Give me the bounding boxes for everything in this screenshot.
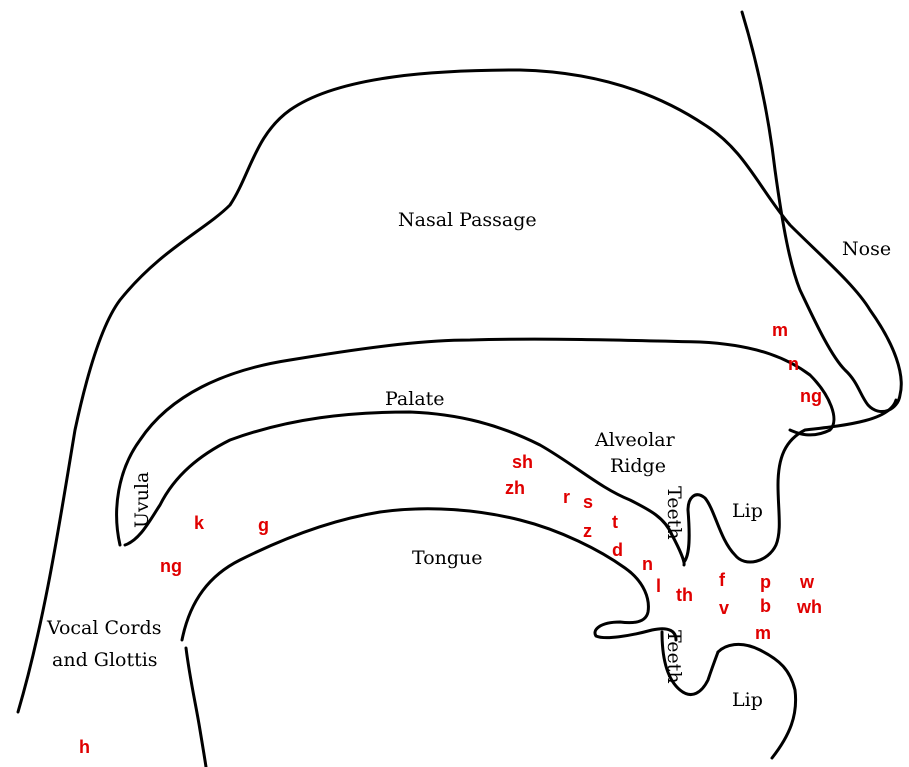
tongue-outline [182,509,676,640]
palate-label: Palate [385,388,445,410]
sound-v: v [719,598,729,618]
sound-wh: wh [796,597,822,617]
sound-l: l [656,576,661,596]
nasal-passage-label: Nasal Passage [398,209,537,231]
sound-n-nasal: n [788,354,799,374]
sound-g: g [258,515,269,535]
teeth-upper-label: Teeth [663,486,685,540]
sound-z: z [583,521,592,541]
sound-d: d [612,540,623,560]
sound-m-nasal: m [772,320,788,340]
sound-p: p [760,572,771,592]
uvula-label: Uvula [131,472,153,528]
sound-s: s [583,492,593,512]
sound-t: t [612,512,618,532]
teeth-lower-label: Teeth [663,630,685,684]
nose-label: Nose [842,238,891,260]
sound-f: f [719,570,726,590]
sound-r: r [563,487,570,507]
nose-to-lip-outline [684,400,896,562]
sound-ng-nasal: ng [800,386,822,406]
sound-k: k [194,513,205,533]
sound-ng-velar: ng [160,556,182,576]
lip-lower-label: Lip [732,689,763,711]
and-glottis-label: and Glottis [52,649,158,671]
lip-upper-label: Lip [732,500,763,522]
sound-w: w [799,572,815,592]
sound-sh: sh [512,452,533,472]
ridge-label: Ridge [610,455,666,477]
sound-th: th [676,585,693,605]
sound-b: b [760,596,771,616]
sound-m: m [755,623,771,643]
sound-h: h [79,737,90,757]
vocal-cords-label: Vocal Cords [46,617,161,639]
sound-zh: zh [505,478,525,498]
alveolar-label: Alveolar [594,429,676,451]
throat-outline [186,648,206,767]
tongue-label: Tongue [412,547,483,569]
sound-n: n [642,554,653,574]
